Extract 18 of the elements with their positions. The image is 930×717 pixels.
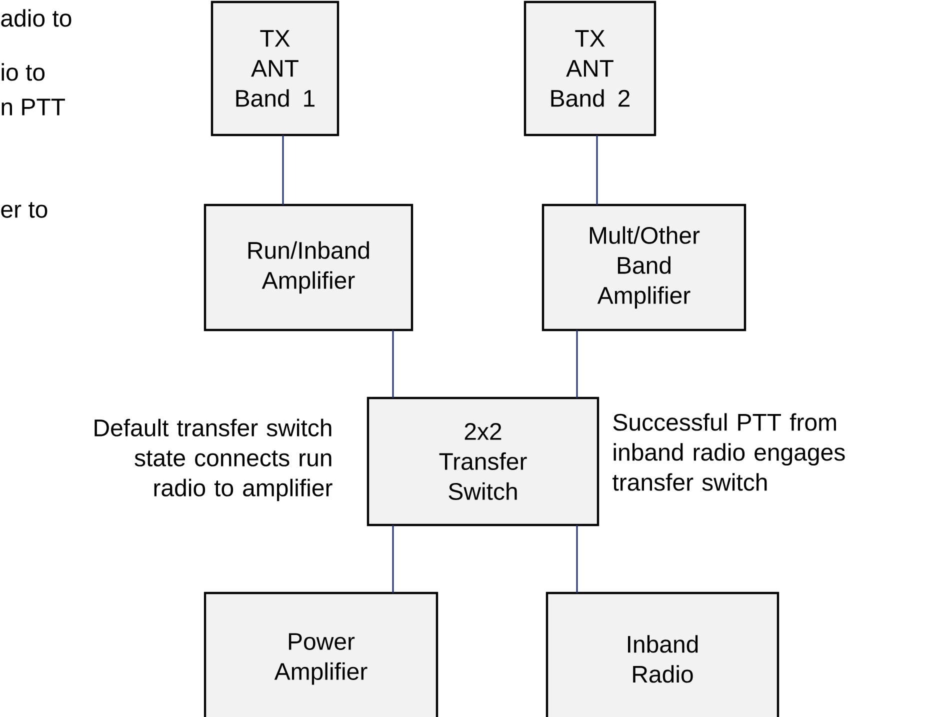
connector-line [282,135,284,205]
block-box: Inband Radio [546,592,780,717]
connector-line [576,330,578,398]
note-text: er to [1,202,48,218]
block-box: Run/Inband Amplifier [204,204,414,332]
connector-line [392,524,394,593]
note-text: io to [2,63,45,81]
block-box: 2x2 Transfer Switch [366,396,600,526]
block-box: TX ANT Band 2 [524,0,656,136]
block-box: TX ANT Band 1 [210,0,340,136]
note-text: adio to [1,9,72,27]
connector-line [596,135,598,205]
connector-line [392,330,394,398]
block-box: Power Amplifier [204,592,438,717]
connector-line [576,524,578,593]
block-box: Mult/Other Band Amplifier [542,204,746,332]
note-text: Default transfer switch state connects run radio to amplifier [94,418,332,502]
note-text: n PTT [2,98,65,116]
